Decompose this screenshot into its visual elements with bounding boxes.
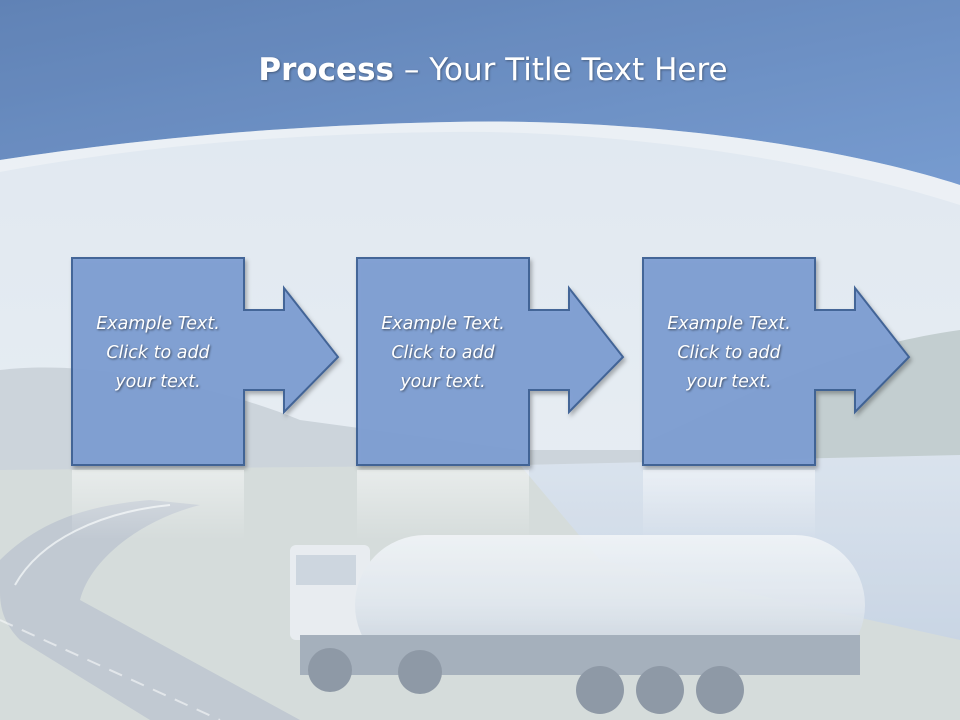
step-line: Click to add [677, 343, 781, 363]
step-line: Click to add [106, 343, 210, 363]
step-line: Click to add [391, 343, 495, 363]
step-3-text[interactable]: Example Text. Click to add your text. [643, 310, 815, 397]
process-step-3[interactable] [642, 257, 911, 466]
reflection [357, 470, 529, 540]
step-line: your text. [686, 372, 772, 392]
process-step-1[interactable] [71, 257, 340, 466]
step-1-text[interactable]: Example Text. Click to add your text. [72, 310, 244, 397]
step-line: your text. [115, 372, 201, 392]
title-separator: – [394, 52, 430, 88]
process-step-2[interactable] [356, 257, 625, 466]
reflection [643, 470, 815, 540]
step-line: Example Text. [381, 314, 505, 334]
step-line: your text. [400, 372, 486, 392]
title-bold: Process [258, 52, 394, 88]
step-line: Example Text. [667, 314, 791, 334]
reflection [72, 470, 244, 540]
step-line: Example Text. [96, 314, 220, 334]
slide-title[interactable]: Process – Your Title Text Here [0, 52, 960, 88]
title-text: Your Title Text Here [429, 52, 728, 88]
step-2-text[interactable]: Example Text. Click to add your text. [357, 310, 529, 397]
